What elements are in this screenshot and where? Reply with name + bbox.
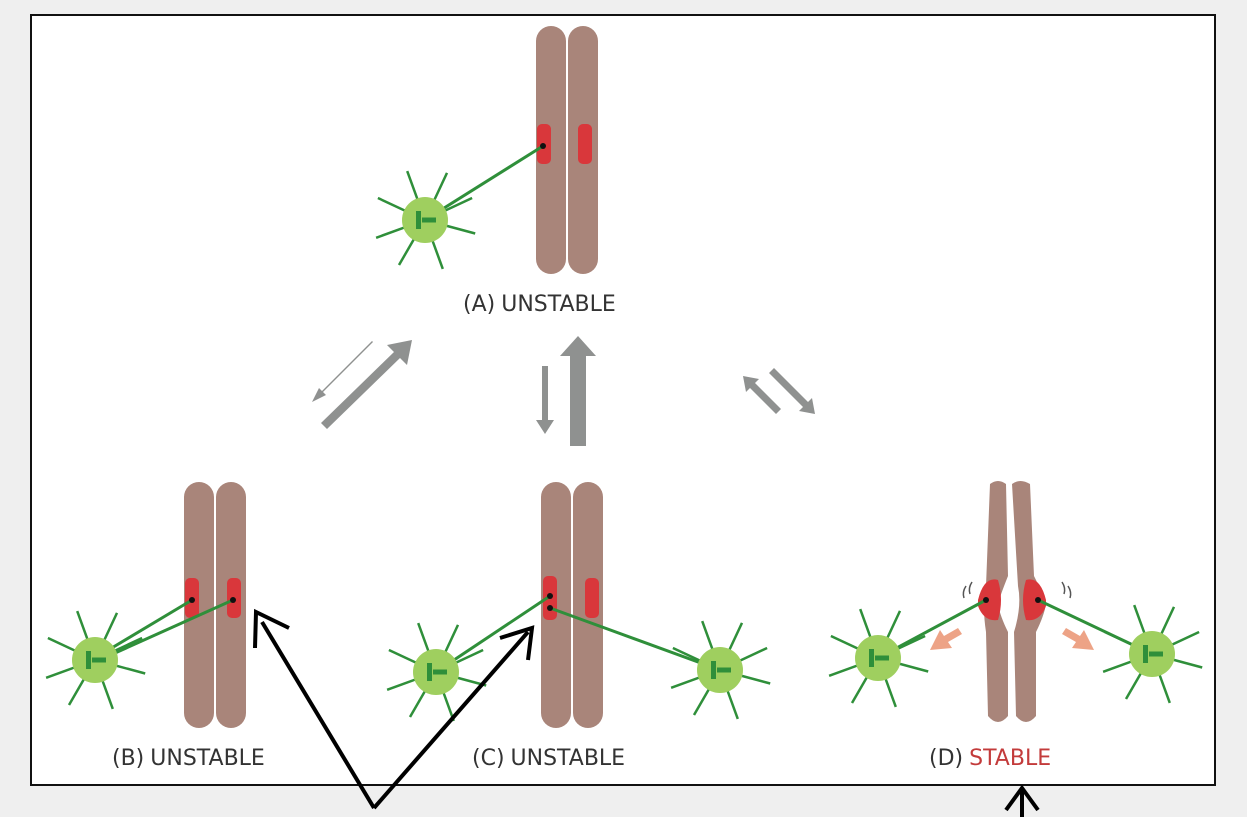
pointer-arrow-to-d [1004, 784, 1040, 817]
label-a-prefix: (A) [463, 292, 496, 317]
chromosome-a [375, 26, 598, 274]
kinetochore-attachment-dot [983, 597, 989, 603]
centriole-mark [427, 663, 432, 681]
microtubule-right [94, 598, 234, 664]
label-c: (C)UNSTABLE [472, 748, 625, 770]
label-b-prefix: (B) [112, 746, 145, 771]
centriole-mark [416, 211, 421, 229]
kinetochore-left [978, 579, 1001, 621]
centriole-mark [711, 661, 716, 679]
figure-panel: (A)UNSTABLE (B)UNSTABLE (C)UNSTABLE (D)S… [30, 14, 1216, 786]
spindle-pole-d-left [828, 608, 929, 708]
arrow-a-to-d [769, 368, 815, 414]
kinetochore-right [1023, 579, 1046, 621]
pointer-arrow-head [1004, 784, 1040, 812]
arrow-c-to-a [560, 336, 596, 446]
centriole-mark [1149, 651, 1163, 657]
tension-arrow-right [1062, 628, 1094, 650]
pointer-arrow-to-c [372, 625, 535, 810]
label-d: (D)STABLE [929, 748, 1051, 770]
kinetochore-right [578, 124, 592, 164]
arrow-a-to-c [536, 366, 554, 434]
arrow-a-to-b [312, 341, 373, 402]
centriole-mark [875, 655, 889, 661]
label-d-state: STABLE [969, 746, 1052, 771]
arrow-b-to-a [321, 340, 412, 429]
spindle-pole-a [375, 170, 476, 270]
equilibrium-arrows-a-d [743, 368, 815, 414]
arrow-d-to-a [743, 376, 781, 414]
centriole-mark [1143, 645, 1148, 663]
spindle-pole-c-right [670, 620, 771, 720]
equilibrium-arrows-a-b [312, 340, 412, 429]
kinetochore-attachment-dot [547, 605, 553, 611]
spindle-pole-c-left [386, 622, 487, 722]
tension-arrow-left [930, 628, 962, 650]
label-c-prefix: (C) [472, 746, 505, 771]
kinetochore-right [585, 578, 599, 618]
kinetochore-attachment-dot [540, 143, 546, 149]
label-c-state: UNSTABLE [510, 746, 626, 771]
centriole-mark [717, 667, 731, 673]
microtubule-right-pole [549, 606, 721, 672]
pointer-arrow-to-b [253, 608, 376, 810]
tension-mark-left [962, 581, 973, 599]
tension-mark-right [1061, 581, 1072, 599]
centriole-mark [422, 217, 436, 223]
label-d-prefix: (D) [929, 746, 964, 771]
diagram-canvas [45, 26, 1203, 728]
centriole-mark [433, 669, 447, 675]
pointer-arrow-shaft [260, 620, 376, 810]
centriole-mark [86, 651, 91, 669]
pointer-arrow-head [499, 625, 535, 661]
spindle-pole-b [45, 610, 146, 710]
label-a-state: UNSTABLE [501, 292, 616, 317]
label-b-state: UNSTABLE [150, 746, 265, 771]
pointer-arrow-head [253, 608, 290, 649]
centriole-mark [869, 649, 874, 667]
equilibrium-arrows-a-c [536, 336, 596, 446]
chromosome-c [386, 482, 771, 728]
label-a: (A)UNSTABLE [463, 294, 616, 316]
kinetochore-attachment-dot [1035, 597, 1041, 603]
kinetochore-attachment-dot [230, 597, 236, 603]
kinetochore-attachment-dot [189, 597, 195, 603]
centriole-mark [92, 657, 106, 663]
pointer-arrow-shaft [372, 630, 530, 810]
label-b: (B)UNSTABLE [112, 748, 265, 770]
microtubule [424, 144, 544, 222]
chromosome-d [828, 481, 1203, 722]
chromosome-b [45, 482, 246, 728]
spindle-pole-d-right [1102, 604, 1203, 704]
kinetochore-attachment-dot [547, 593, 553, 599]
